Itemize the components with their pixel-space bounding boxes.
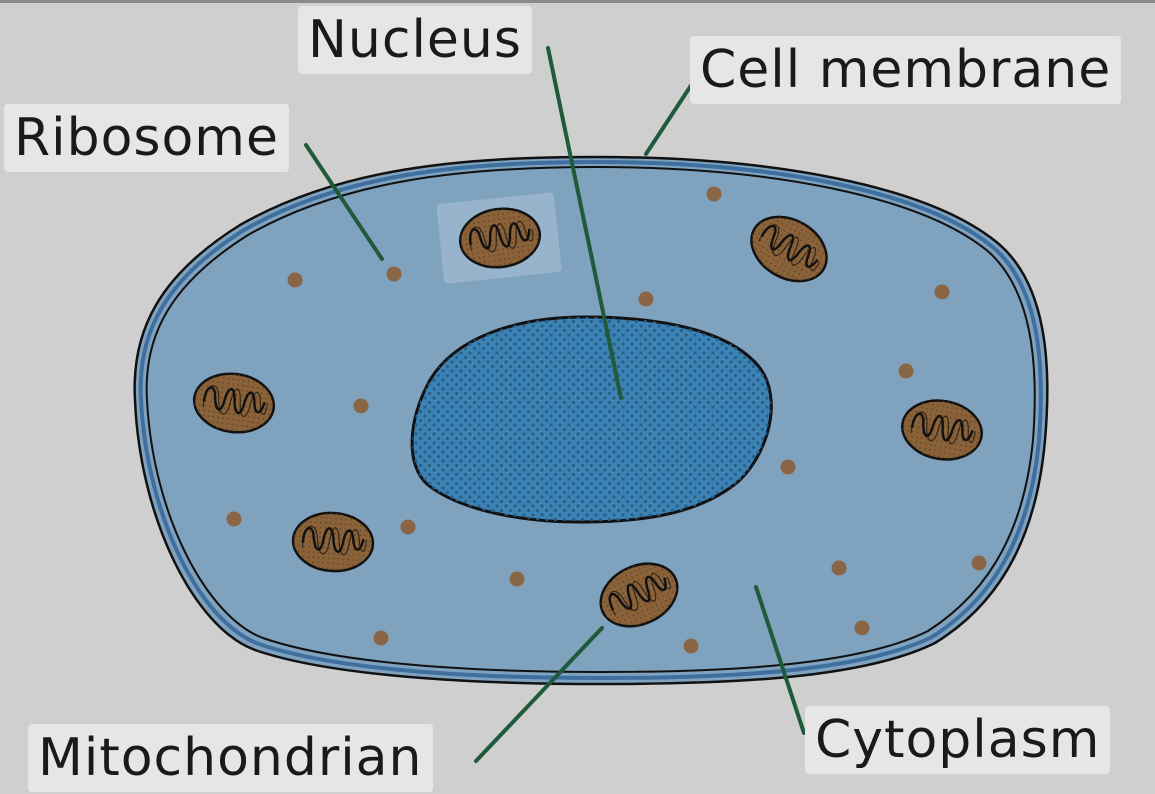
label-ribosome: Ribosome: [4, 104, 289, 172]
label-nucleus: Nucleus: [298, 6, 532, 74]
label-cytoplasm: Cytoplasm: [805, 706, 1110, 774]
membrane-leader-line: [646, 84, 692, 154]
label-cell-membrane: Cell membrane: [690, 36, 1121, 104]
label-mitochondrian: Mitochondrian: [28, 724, 433, 792]
